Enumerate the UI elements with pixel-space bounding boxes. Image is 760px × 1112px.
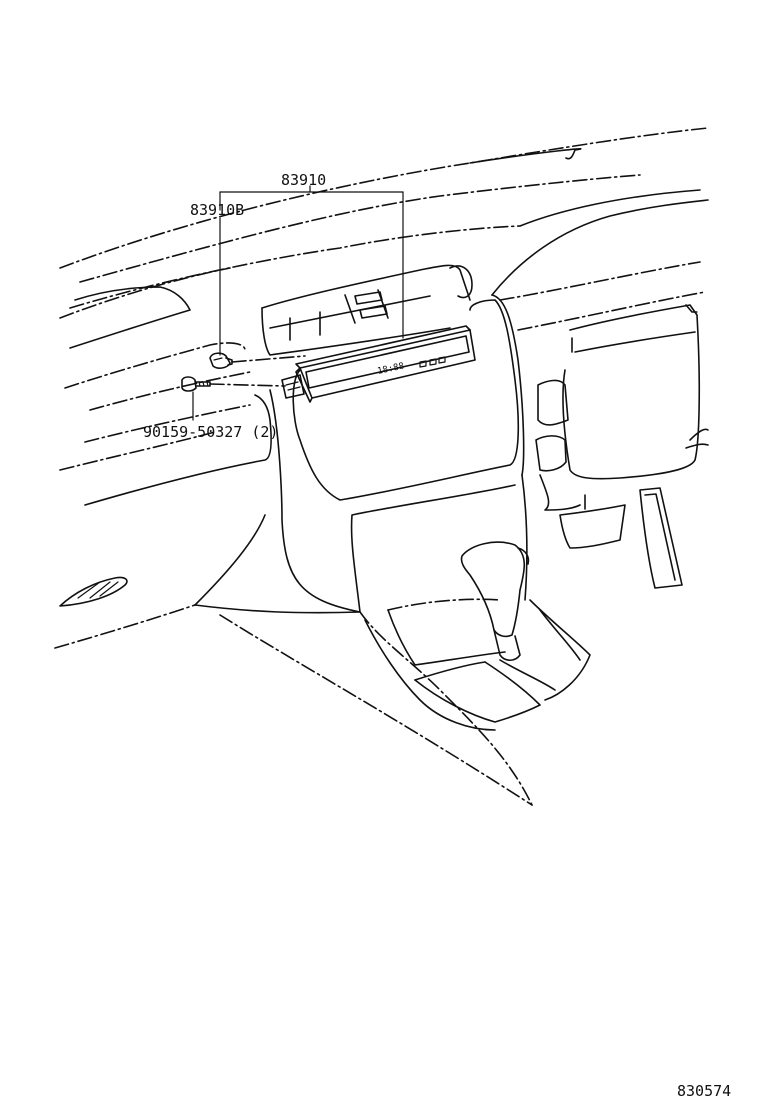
- screw-part: [181, 376, 286, 392]
- clock-display-digits: 18:88: [377, 362, 406, 377]
- bulb-part: [209, 352, 306, 369]
- leader-lines: [192, 185, 404, 421]
- left-dash-panel: [54, 286, 361, 649]
- center-console: [219, 294, 591, 806]
- callout-screw: 90159-50327 (2): [143, 423, 278, 441]
- callout-83910: 83910: [281, 171, 326, 189]
- right-dash-panel: [535, 304, 709, 589]
- callout-83910b: 83910B: [190, 201, 244, 219]
- clock-assembly: 18:88: [281, 325, 476, 403]
- figure-number: 830574: [677, 1082, 731, 1100]
- center-vent: [261, 264, 473, 356]
- dashboard-outline: [59, 127, 709, 331]
